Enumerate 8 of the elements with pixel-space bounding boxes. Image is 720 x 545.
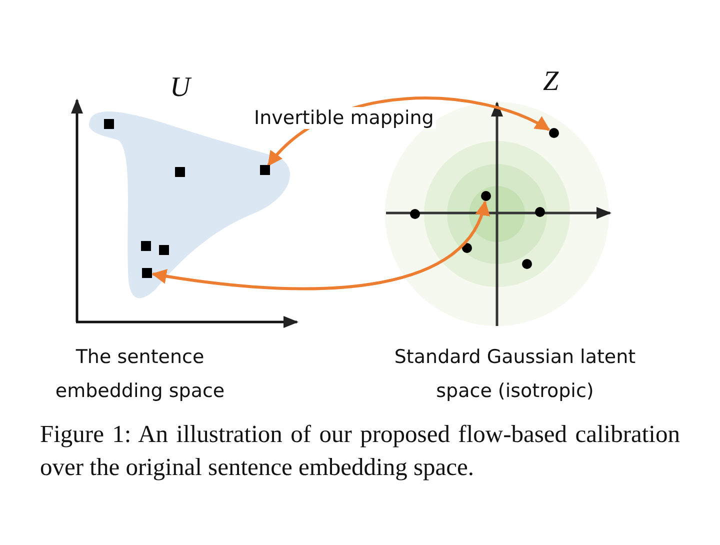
curved-arrow [151,200,488,290]
variable-label: U [170,72,190,104]
figure-caption: Figure 1: An illustration of our proposed flow-based calibration over the original sentence embedding space. [40,420,680,483]
space-label: Standard Gaussian latent space (isotropic) [393,345,637,404]
data-point [260,165,270,175]
data-point [142,268,152,278]
variable-label: Z [543,66,559,98]
space-label: The sentence embedding space [54,345,226,404]
